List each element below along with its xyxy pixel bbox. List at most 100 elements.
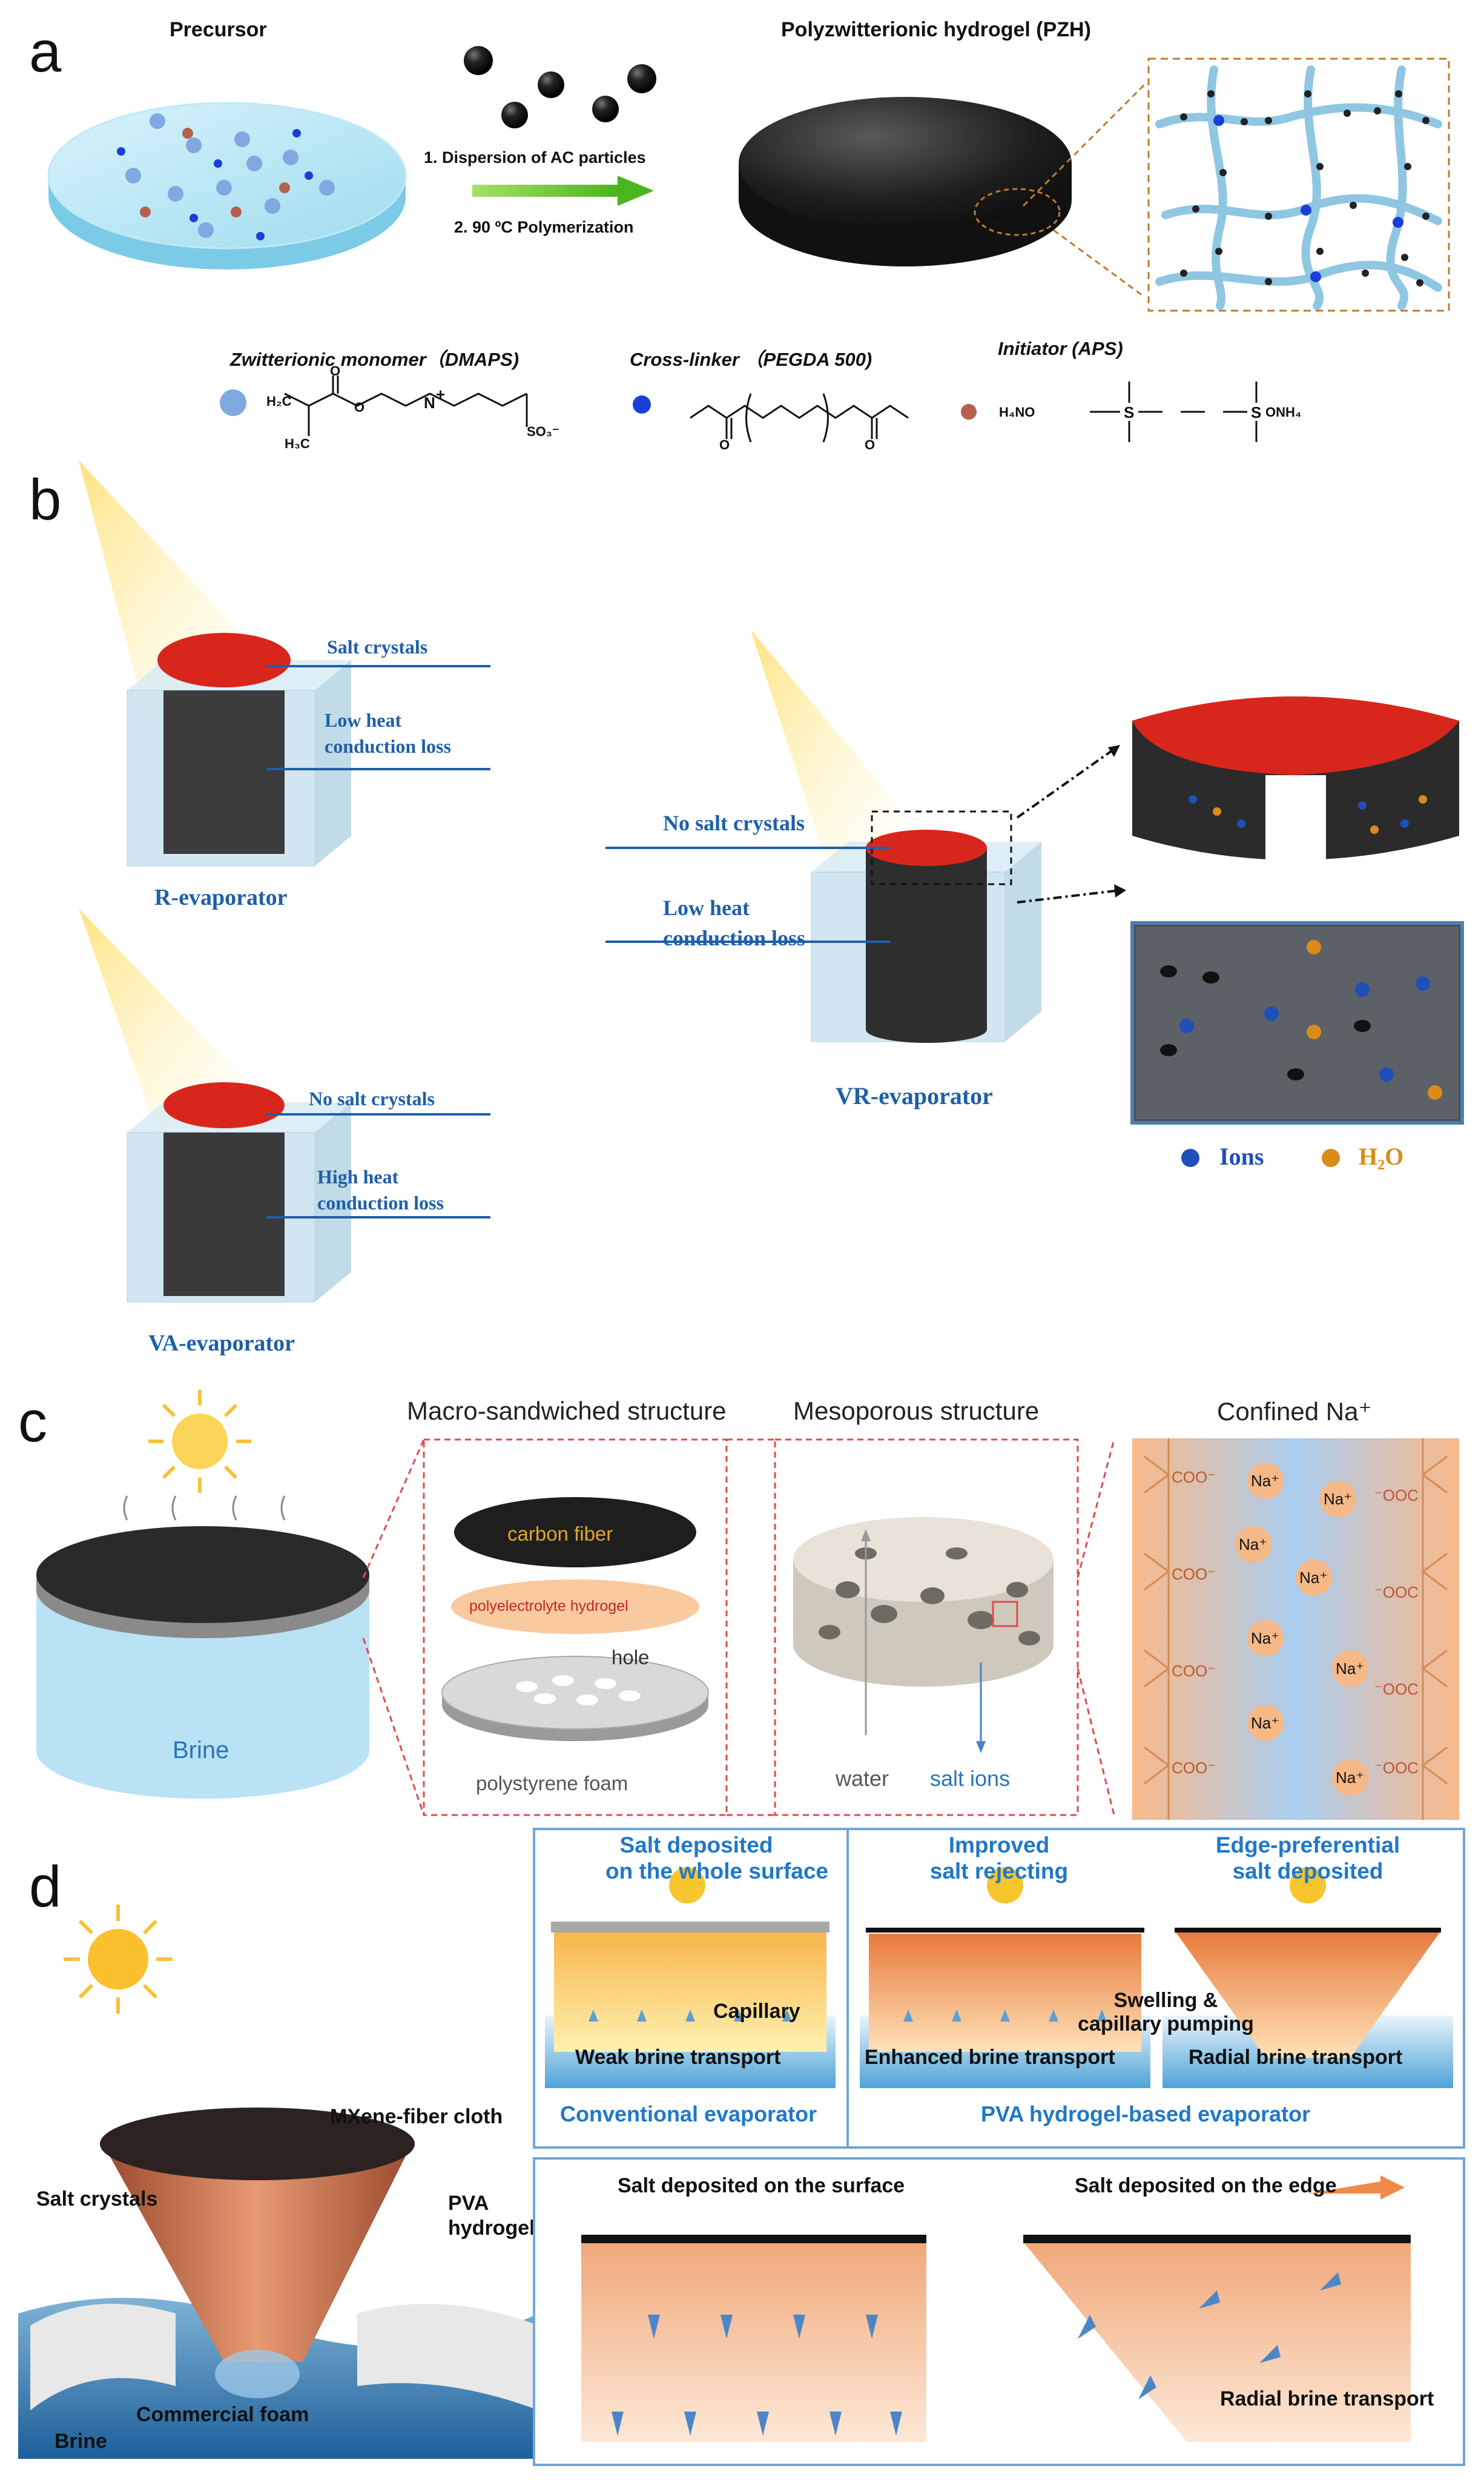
- monomer-label: Zwitterionic monomer（DMAPS): [230, 349, 519, 370]
- chem-o3: O: [719, 437, 730, 452]
- commercial-foam-label: Commercial foam: [136, 2403, 309, 2426]
- top2-title: Improved salt rejecting: [929, 1833, 1069, 1883]
- vr-salt-label: No salt crystals: [663, 811, 805, 835]
- coo-1: COO⁻: [1172, 1468, 1216, 1486]
- va-loss-label: High heat conduction loss: [317, 1166, 444, 1214]
- bottom-compare-box: [533, 2157, 1465, 2466]
- meso-title: Mesoporous structure: [793, 1397, 1040, 1425]
- process-arrow: [472, 176, 654, 206]
- pva-based-caption: PVA hydrogel-based evaporator: [981, 2101, 1311, 2126]
- coo-4: COO⁻: [1172, 1759, 1216, 1777]
- chem-nplus: +: [436, 385, 446, 403]
- zoom-lines: [1022, 84, 1146, 298]
- conventional-caption: Conventional evaporator: [560, 2101, 817, 2126]
- chem-h4no: H₄NO: [999, 405, 1035, 420]
- step2-text: 2. 90 ºC Polymerization: [454, 218, 634, 236]
- top3-title: Edge-preferential salt deposited: [1215, 1833, 1400, 1883]
- panel-c-label: c: [18, 1389, 47, 1454]
- na-8: Na⁺: [1336, 1768, 1364, 1787]
- chem-o1: O: [330, 363, 341, 379]
- r-salt-label: Salt crystals: [327, 636, 428, 658]
- legend-h2o-dot: [1322, 1149, 1340, 1167]
- vr-loss-label: Low heat conduction loss: [663, 896, 806, 951]
- pegda-structure: [690, 393, 909, 443]
- monomer-dot-legend: [220, 389, 246, 416]
- bottom-radial-label: Radial brine transport: [1220, 2387, 1434, 2410]
- bottom1-title: Salt deposited on the surface: [618, 2174, 905, 2197]
- salt-ions-label: salt ions: [930, 1766, 1011, 1791]
- initiator-dot-legend: [961, 404, 977, 420]
- brine-evaporator: [36, 1495, 369, 1799]
- chem-s2: S: [1251, 403, 1262, 422]
- panel-d-label: d: [29, 1854, 62, 1919]
- vr-zoom-arrows: [1016, 744, 1126, 904]
- va-evaporator-name: VA-evaporator: [148, 1331, 295, 1356]
- initiator-label: Initiator (APS): [998, 338, 1123, 359]
- panel-b-label: b: [29, 468, 62, 532]
- vr-cutaway: [1132, 696, 1459, 884]
- crosslinker-dot-legend: [633, 395, 651, 414]
- legend-ions-dot: [1181, 1149, 1199, 1167]
- na-1: Na⁺: [1251, 1472, 1279, 1490]
- confined-box: [1132, 1438, 1459, 1820]
- ooc-4: ⁻OOC: [1374, 1759, 1419, 1777]
- na-5: Na⁺: [1251, 1629, 1279, 1647]
- r-leader-lines: [266, 665, 490, 770]
- carbon-fiber-label: carbon fiber: [507, 1523, 613, 1545]
- macro-box: [362, 1438, 728, 1816]
- confined-title: Confined Na⁺: [1217, 1397, 1372, 1426]
- coo-3: COO⁻: [1172, 1662, 1216, 1680]
- chem-o4: O: [865, 437, 876, 452]
- vr-evaporator: [811, 810, 1041, 1043]
- dmaps-structure: [284, 375, 528, 436]
- pva-label: PVA hydrogel: [448, 2192, 535, 2240]
- sun-icon-d: [64, 1905, 173, 2014]
- r-evaporator-name: R-evaporator: [154, 885, 288, 910]
- chem-so3: SO₃⁻: [527, 424, 559, 439]
- coo-2: COO⁻: [1172, 1565, 1216, 1583]
- panel-a-label: a: [29, 19, 62, 84]
- aps-structure: [1090, 382, 1258, 442]
- r-loss-label: Low heat conduction loss: [325, 709, 451, 758]
- legend-ions-label: Ions: [1219, 1143, 1264, 1170]
- sun-icon-c: [148, 1390, 251, 1493]
- top-compare-box: [533, 1828, 1465, 2149]
- step1-text: 1. Dispersion of AC particles: [424, 148, 646, 167]
- chem-n: N: [424, 394, 435, 412]
- ac-particles: [464, 46, 656, 128]
- swelling-label: Swelling & capillary pumping: [1078, 1989, 1254, 2036]
- legend-h2o-label: H₂O: [1359, 1143, 1404, 1170]
- va-evaporator: [127, 1082, 351, 1303]
- water-label: water: [836, 1766, 889, 1791]
- chem-h2c: H₂C: [266, 394, 292, 409]
- foam-label: polystyrene foam: [476, 1772, 628, 1794]
- na-3: Na⁺: [1239, 1535, 1267, 1553]
- enhanced-transport-label: Enhanced brine transport: [865, 2046, 1115, 2069]
- vr-leader-lines: [605, 847, 890, 943]
- ooc-3: ⁻OOC: [1374, 1680, 1419, 1698]
- vr-evaporator-name: VR-evaporator: [836, 1082, 993, 1109]
- na-2: Na⁺: [1324, 1490, 1352, 1508]
- salt-crystals-label: Salt crystals: [36, 2187, 158, 2211]
- hole-label: hole: [612, 1646, 650, 1668]
- precursor-disk: [47, 102, 407, 269]
- cone-evaporator: [18, 2108, 539, 2459]
- chem-s1: S: [1124, 403, 1135, 422]
- ooc-2: ⁻OOC: [1374, 1583, 1419, 1601]
- va-leader-lines: [266, 1113, 490, 1219]
- va-salt-label: No salt crystals: [309, 1088, 435, 1109]
- na-4: Na⁺: [1299, 1569, 1328, 1587]
- pzh-disk: [739, 97, 1072, 266]
- polymer-network: [1147, 58, 1450, 312]
- pzh-title: Polyzwitterionic hydrogel (PZH): [781, 18, 1091, 41]
- na-6: Na⁺: [1336, 1659, 1364, 1678]
- monomer-dots: [125, 113, 335, 238]
- chem-onh4: ONH₄: [1265, 405, 1302, 420]
- vr-sem-zoom: [1130, 921, 1464, 1125]
- hydrogel-label: polyelectrolyte hydrogel: [469, 1598, 628, 1615]
- bottom2-title: Salt deposited on the edge: [1075, 2174, 1337, 2197]
- chem-o2: O: [354, 400, 365, 415]
- mxene-label: MXene-fiber cloth: [330, 2105, 503, 2128]
- crosslinker-label: Cross-linker （PEGDA 500): [630, 349, 872, 370]
- precursor-title: Precursor: [170, 18, 267, 41]
